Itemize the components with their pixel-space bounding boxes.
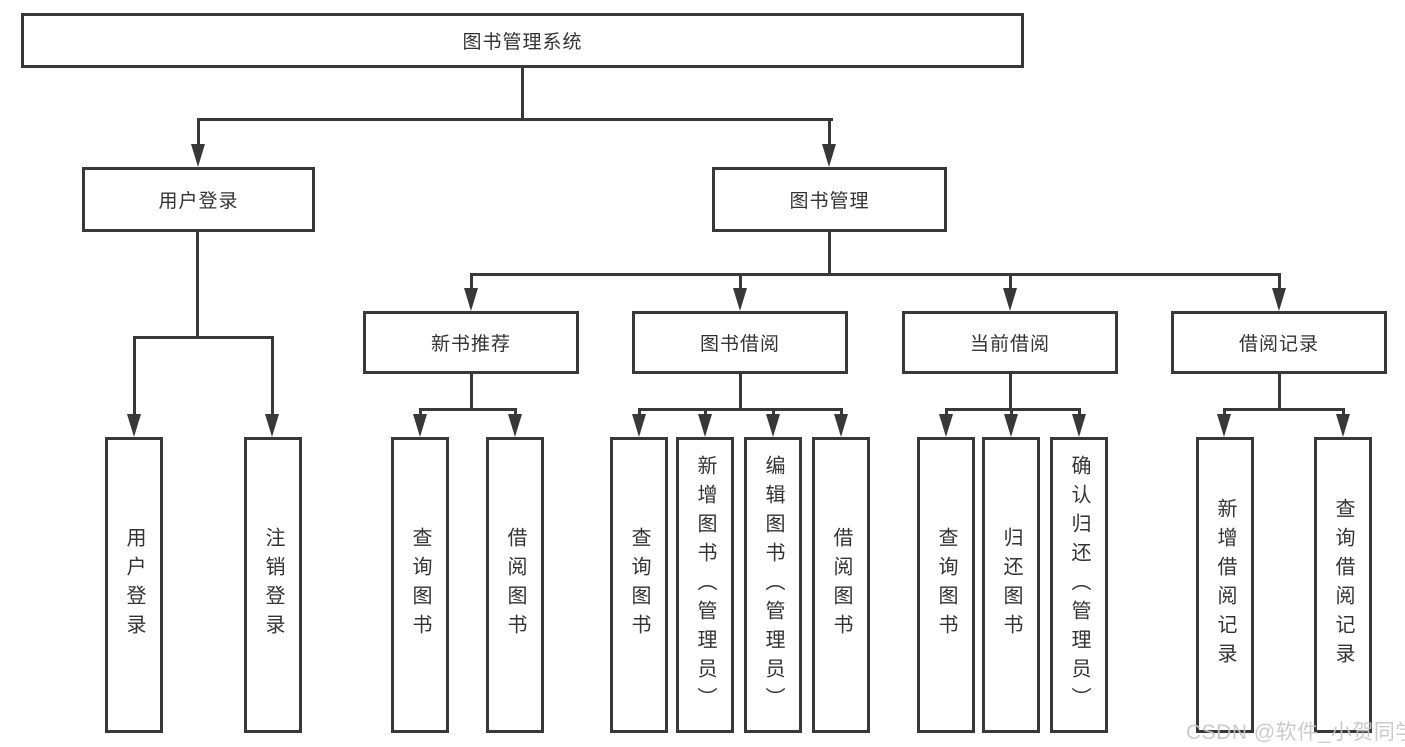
arrowhead-down-icon [834, 414, 848, 437]
leaf-query-books-borrowing: 查询图书 [610, 437, 668, 733]
connector-shaft [1010, 408, 1013, 418]
connector-shaft [1009, 273, 1012, 298]
connector-shaft [739, 273, 742, 298]
leaf-add-borrow-record: 新增借阅记录 [1196, 437, 1254, 733]
connector-shaft [133, 336, 136, 416]
node-current-borrowing: 当前借阅 [902, 311, 1118, 374]
connector-shaft [638, 408, 641, 418]
node-library-management-system: 图书管理系统 [21, 13, 1024, 68]
connector-shaft [514, 408, 517, 418]
connector-bar [419, 408, 516, 411]
arrowhead-down-icon [413, 414, 427, 437]
leaf-borrow-books: 借阅图书 [812, 437, 870, 733]
connector-root-stem [521, 68, 524, 118]
arrowhead-down-icon [1003, 288, 1017, 311]
connector-stem [1009, 374, 1012, 408]
connector-stem [1278, 374, 1281, 408]
connector-shaft [197, 118, 200, 146]
arrowhead-down-icon [1272, 288, 1286, 311]
node-book-management: 图书管理 [712, 167, 947, 232]
connector-shaft [772, 408, 775, 418]
connector-shaft [1342, 408, 1345, 418]
node-book-borrowing: 图书借阅 [632, 311, 848, 374]
node-user-login: 用户登录 [82, 167, 315, 232]
connector-shaft [840, 408, 843, 418]
connector-shaft [1078, 408, 1081, 418]
arrowhead-down-icon [632, 414, 646, 437]
leaf-add-books-admin: 新增图书（管理员） [676, 437, 734, 733]
connector-bar [470, 273, 1281, 276]
connector-shaft [271, 336, 274, 416]
leaf-return-books: 归还图书 [982, 437, 1040, 733]
node-new-book-recommendation: 新书推荐 [363, 311, 579, 374]
arrowhead-down-icon [1004, 414, 1018, 437]
node-borrowing-records: 借阅记录 [1171, 311, 1387, 374]
leaf-query-books-recommend: 查询图书 [391, 437, 449, 733]
leaf-query-borrow-record: 查询借阅记录 [1314, 437, 1372, 733]
leaf-logout: 注销登录 [244, 437, 302, 733]
connector-shaft [1223, 408, 1226, 418]
connector-root-bar [197, 118, 833, 121]
arrowhead-down-icon [127, 414, 141, 437]
leaf-edit-books-admin: 编辑图书（管理员） [744, 437, 802, 733]
arrowhead-down-icon [1072, 414, 1086, 437]
connector-bar [1223, 408, 1344, 411]
arrowhead-down-icon [191, 144, 205, 167]
arrowhead-down-icon [939, 414, 953, 437]
connector-stem [828, 232, 831, 273]
connector-stem [739, 374, 742, 408]
connector-shaft [945, 408, 948, 418]
leaf-borrow-books-recommend: 借阅图书 [486, 437, 544, 733]
leaf-user-login: 用户登录 [105, 437, 163, 733]
arrowhead-down-icon [1336, 414, 1350, 437]
arrowhead-down-icon [464, 288, 478, 311]
connector-shaft [1278, 273, 1281, 298]
arrowhead-down-icon [766, 414, 780, 437]
connector-bar [638, 408, 842, 411]
arrowhead-down-icon [822, 144, 836, 167]
connector-stem [470, 374, 473, 408]
leaf-query-books-current: 查询图书 [917, 437, 975, 733]
arrowhead-down-icon [1217, 414, 1231, 437]
arrowhead-down-icon [733, 288, 747, 311]
connector-shaft [470, 273, 473, 298]
leaf-confirm-return-admin: 确认归还（管理员） [1050, 437, 1108, 733]
csdn-watermark: CSDN @软件_小贺同学 [1186, 721, 1405, 744]
arrowhead-down-icon [265, 414, 279, 437]
connector-shaft [419, 408, 422, 418]
connector-shaft [704, 408, 707, 418]
arrowhead-down-icon [698, 414, 712, 437]
arrowhead-down-icon [508, 414, 522, 437]
connector-bar [133, 336, 274, 339]
connector-stem [196, 232, 199, 336]
connector-shaft [828, 118, 831, 146]
